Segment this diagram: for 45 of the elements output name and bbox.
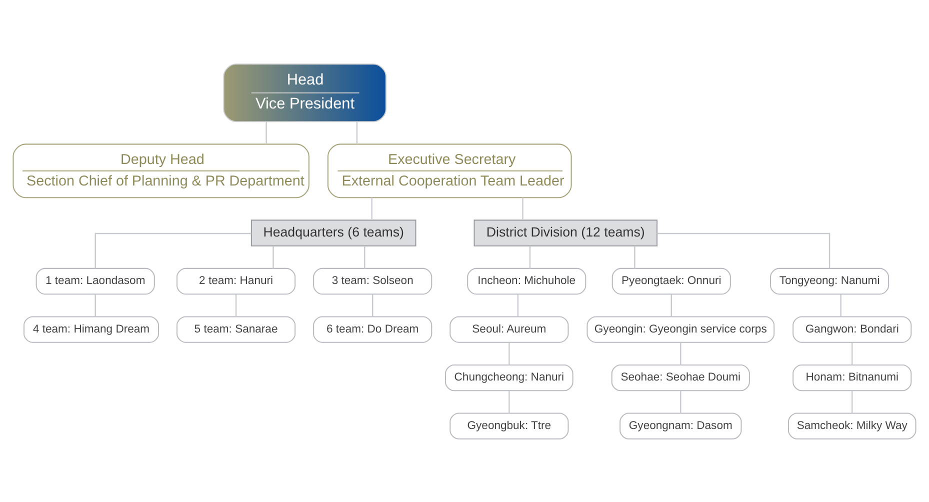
node-box: Head Vice President [223,63,386,122]
node-box: Executive Secretary External Cooperation Team Leader [327,143,572,198]
node-box: Chungcheong: Nanuri [445,364,574,391]
connector [364,246,366,268]
connector [371,197,372,220]
connector [852,342,853,364]
connector [680,390,682,413]
connector [508,390,510,413]
connector [235,294,237,316]
connector [508,342,510,364]
node-box: Honam: Bitnanumi [792,364,912,391]
node-box: 4 team: Himang Dream [23,316,160,342]
node-box: Gyeongbuk: Ttre [450,412,569,439]
node-box: 1 team: Laondasom [36,267,155,294]
connector [522,197,524,220]
connector [372,294,374,316]
node-box: Gangwon: Bondari [792,316,912,342]
connector [657,232,830,268]
node-box: District Division (12 teams) [474,219,658,246]
node-box: Deputy Head Section Chief of Planning & PR Department [12,143,310,198]
node-box: 3 team: Solseon [313,267,432,294]
node-box: 2 team: Hanuri [176,267,296,294]
node-box: Incheon: Michuhole [467,267,586,294]
connector [517,294,518,316]
node-box: Seohae: Seohae Doumi [611,364,750,391]
node-box: Gyeongnam: Dasom [620,412,742,439]
node-box: Headquarters (6 teams) [250,219,416,246]
node-box: Seoul: Aureum [450,316,569,342]
node-box: 5 team: Sanarae [176,316,296,342]
node-box: Samcheok: Milky Way [788,412,916,439]
connector [680,342,682,364]
connector [356,121,358,144]
node-box: Tongyeong: Nanumi [770,267,890,294]
connector [852,390,853,413]
connector [94,294,96,316]
connector [266,121,267,144]
connector [670,294,672,316]
connector [529,246,531,268]
node-box: 6 team: Do Dream [313,316,432,342]
connector [634,246,636,268]
node-box: Pyeongtaek: Onnuri [612,267,731,294]
node-box: Gyeongin: Gyeongin service corps [586,316,775,342]
connector [840,294,842,316]
connector [272,246,274,268]
connector [94,232,252,268]
